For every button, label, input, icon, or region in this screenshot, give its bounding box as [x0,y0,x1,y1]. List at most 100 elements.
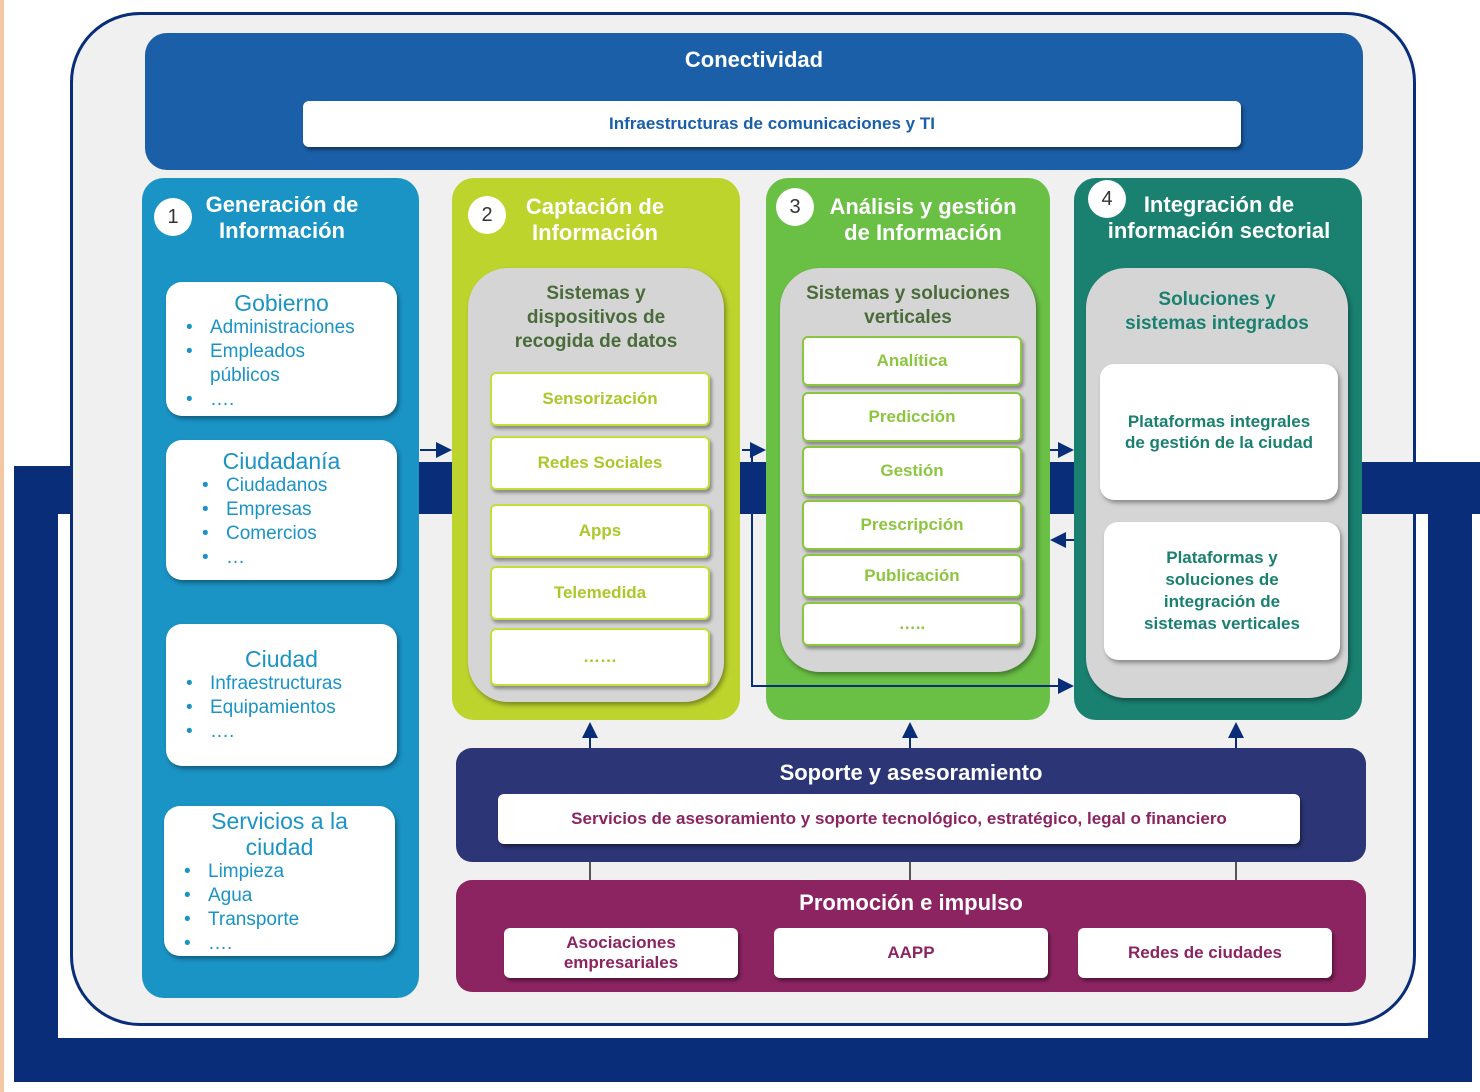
conectividad-title: Conectividad [684,47,824,72]
col3-inner-title: Sistemas y soluciones verticales [780,282,1036,330]
card-servicios-list: Limpieza Agua Transporte …. [164,860,395,956]
col2-inner-title-line2: dispositivos de [526,307,666,328]
list-item: Empresas [182,498,397,522]
promocion-box-asociaciones: Asociaciones empresariales [504,928,738,978]
card-ciudad: Ciudad Infraestructuras Equipamientos …. [166,624,397,766]
col2-item-apps: Apps [490,504,710,558]
col3-title: Análisis y gestión de Información [818,194,1028,246]
col2-item-telemedida: Telemedida [490,566,710,620]
col1-title: Generación de Información [192,192,372,244]
soporte-bar: Servicios de asesoramiento y soporte tec… [498,794,1300,844]
card-gobierno: Gobierno Administraciones Empleados públ… [166,282,397,416]
col4-number-badge: 4 [1088,180,1126,218]
promocion-box1-line2: empresariales [563,953,679,972]
promocion-box3-label: Redes de ciudades [1127,943,1282,962]
col2-title-line2: Información [532,220,658,245]
list-item: Infraestructuras [166,672,397,696]
left-edge-strip [0,0,4,1092]
col3-item-prescripcion: Prescripción [802,500,1022,550]
col2-item-sensorizacion: Sensorización [490,372,710,426]
col4-box2-line1: Plataformas y [1166,548,1278,567]
col4-inner-title: Soluciones y sistemas integrados [1086,288,1348,336]
col4-box1-line1: Plataformas integrales [1127,412,1311,431]
col4-box1-line2: de gestión de la ciudad [1125,433,1313,452]
list-item: Comercios [182,522,397,546]
list-item: Empleados públicos [166,340,330,388]
list-item: Administraciones [166,316,397,340]
col2-panel: 2 Captación de Información Sistemas y di… [452,178,740,720]
promocion-box1-line1: Asociaciones [566,933,676,952]
col4-panel: 4 Integración de información sectorial S… [1074,178,1362,720]
col4-inner-panel: Soluciones y sistemas integrados Platafo… [1086,268,1348,698]
list-item: Ciudadanos [182,474,397,498]
col4-box-plataformas-soluciones: Plataformas y soluciones de integración … [1104,522,1340,660]
card-ciudad-heading: Ciudad [245,646,318,672]
col3-inner-title-line2: verticales [864,307,952,328]
col3-inner-panel: Sistemas y soluciones verticales Analíti… [780,268,1036,672]
card-gobierno-heading: Gobierno [234,290,329,316]
col2-inner-panel: Sistemas y dispositivos de recogida de d… [468,268,724,702]
col4-inner-title-line2: sistemas integrados [1125,313,1309,334]
card-servicios-heading-line2: ciudad [245,834,314,860]
list-item: Transporte [164,908,395,932]
col3-item-analitica: Analítica [802,336,1022,386]
conectividad-bar: Infraestructuras de comunicaciones y TI [303,101,1241,147]
card-ciudad-list: Infraestructuras Equipamientos …. [166,672,397,744]
list-item: … [182,546,397,570]
col3-inner-title-line1: Sistemas y soluciones [806,283,1010,304]
col2-item-redes-sociales: Redes Sociales [490,436,710,490]
card-servicios-heading-line1: Servicios a la [211,808,348,834]
col3-title-line1: Análisis y gestión [829,194,1017,219]
conectividad-bar-label: Infraestructuras de comunicaciones y TI [609,114,935,133]
soporte-panel: Soporte y asesoramiento Servicios de ase… [456,748,1366,862]
col4-title: Integración de información sectorial [1094,192,1344,244]
conectividad-panel: Conectividad Infraestructuras de comunic… [145,33,1363,170]
card-ciudadania-list: Ciudadanos Empresas Comercios … [182,474,397,570]
col1-number-badge: 1 [154,198,192,236]
col2-inner-title: Sistemas y dispositivos de recogida de d… [468,282,724,354]
soporte-bar-label: Servicios de asesoramiento y soporte tec… [571,809,1227,828]
card-gobierno-list: Administraciones Empleados públicos …. [166,316,397,412]
list-item: Agua [164,884,395,908]
col2-title-line1: Captación de [525,194,665,219]
col3-item-gestion: Gestión [802,446,1022,496]
col1-title-line1: Generación de [205,192,359,217]
soporte-title: Soporte y asesoramiento [779,760,1043,785]
col2-number-badge: 2 [468,196,506,234]
list-item: …. [166,388,397,412]
col2-inner-title-line3: recogida de datos [514,331,678,352]
col1-panel: 1 Generación de Información Gobierno Adm… [142,178,419,998]
promocion-box-aapp: AAPP [774,928,1048,978]
list-item: Equipamientos [166,696,397,720]
arrow-col2-col4 [751,450,1074,694]
col4-inner-title-line1: Soluciones y [1158,289,1276,310]
col3-title-line2: de Información [844,220,1002,245]
loop-band-right [1428,462,1472,1082]
list-item: …. [164,932,395,956]
col3-item-prediccion: Predicción [802,392,1022,442]
col4-box-plataformas-integrales: Plataformas integrales de gestión de la … [1100,364,1338,500]
col1-title-line2: Información [219,218,345,243]
col3-number-badge: 3 [776,188,814,226]
card-ciudadania: Ciudadanía Ciudadanos Empresas Comercios… [166,440,397,580]
list-item: …. [166,720,397,744]
col3-item-more: ….. [802,602,1022,646]
loop-band-left [14,466,58,1082]
promocion-panel: Promoción e impulso Asociaciones empresa… [456,880,1366,992]
col4-box2-line4: sistemas verticales [1144,614,1300,633]
col2-title: Captación de Información [512,194,678,246]
col3-panel: 3 Análisis y gestión de Información Sist… [766,178,1050,720]
card-servicios: Servicios a la ciudad Limpieza Agua Tran… [164,806,395,956]
promocion-box2-label: AAPP [887,943,935,962]
loop-band-bottom [14,1038,1472,1082]
col2-item-more: …… [490,628,710,686]
col4-box2-line3: integración de [1163,592,1281,611]
list-item: Limpieza [164,860,395,884]
col2-inner-title-line1: Sistemas y [546,283,646,304]
col4-box2-line2: soluciones de [1165,570,1279,589]
card-ciudadania-heading: Ciudadanía [222,448,341,474]
col4-title-line1: Integración de [1143,192,1295,217]
card-servicios-heading: Servicios a la ciudad [164,808,395,860]
col3-item-publicacion: Publicación [802,554,1022,598]
